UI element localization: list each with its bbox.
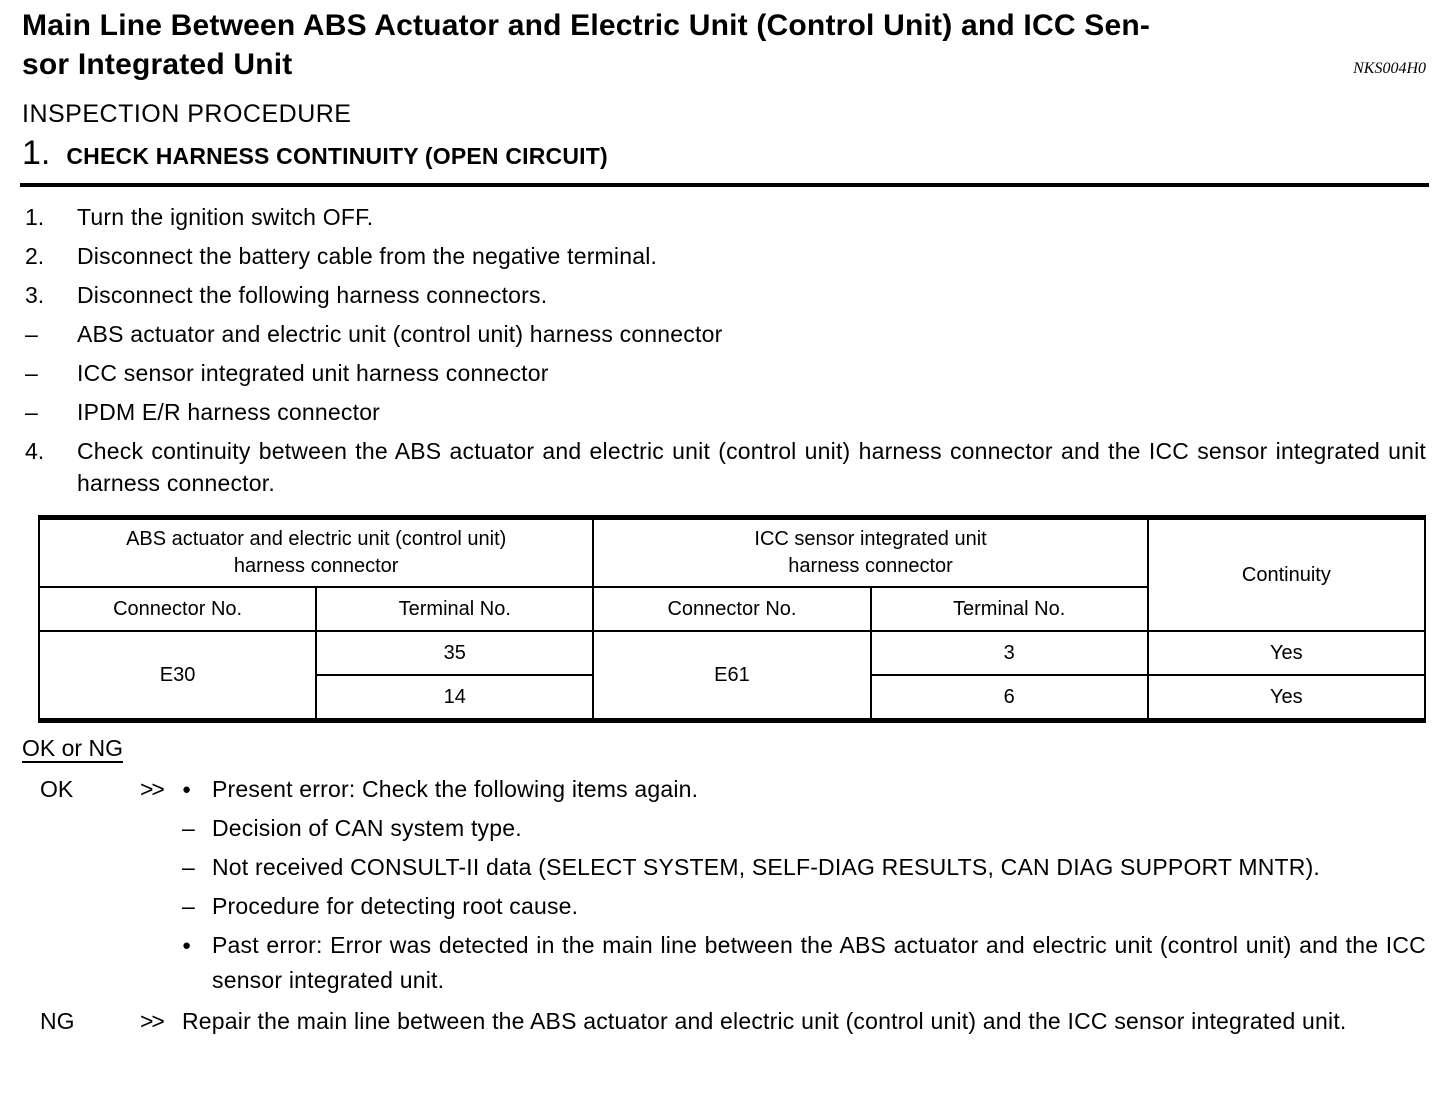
- abs-group-header-line-2: harness connector: [233, 555, 399, 577]
- icc-connector-no: E61: [592, 630, 872, 722]
- icc-group-header-line-2: harness connector: [788, 555, 953, 577]
- table-row: E30 35 E61 3 Yes: [37, 630, 1427, 722]
- step-marker: 3.: [25, 282, 45, 308]
- continuity-header: Continuity: [1146, 516, 1427, 632]
- step-text: ABS actuator and electric unit (control …: [77, 321, 723, 347]
- step-text: IPDM E/R harness connector: [77, 399, 381, 425]
- step-marker: 1.: [25, 204, 45, 230]
- step-heading-row: 1. CHECK HARNESS CONTINUITY (OPEN CIRCUI…: [22, 133, 1426, 173]
- step-text: Check continuity between the ABS actuato…: [77, 438, 1426, 496]
- dash-marker: –: [25, 399, 38, 425]
- result-sub-item: – Procedure for detecting root cause.: [182, 889, 1426, 924]
- page-title-line-2: sor Integrated Unit: [22, 48, 293, 81]
- dash-icon: –: [182, 815, 195, 841]
- step-item: 2. Disconnect the battery cable from the…: [22, 240, 1426, 272]
- result-ng-row: NG >> Repair the main line between the A…: [22, 1004, 1426, 1039]
- step-text: Turn the ignition switch OFF.: [77, 204, 374, 230]
- heading-rule: [20, 183, 1429, 187]
- result-item-text: Past error: Error was detected in the ma…: [212, 932, 1426, 993]
- result-ng-content: Repair the main line between the ABS act…: [182, 1004, 1426, 1039]
- icc-group-header: ICC sensor integrated unit harness conne…: [592, 516, 1149, 588]
- step-item: 1. Turn the ignition switch OFF.: [22, 201, 1426, 233]
- icc-connector-col-header: Connector No.: [592, 586, 872, 632]
- icc-terminal-col-header: Terminal No.: [869, 586, 1149, 632]
- doc-code: NKS004H0: [1353, 60, 1426, 77]
- result-sub-item-text: Decision of CAN system type.: [212, 815, 522, 841]
- dash-marker: –: [25, 360, 38, 386]
- step-item: 4. Check continuity between the ABS actu…: [22, 435, 1426, 499]
- page-title: Main Line Between ABS Actuator and Elect…: [22, 6, 1426, 84]
- page-title-line-1: Main Line Between ABS Actuator and Elect…: [22, 9, 1151, 42]
- result-sub-item-text: Not received CONSULT-II data (SELECT SYS…: [212, 854, 1321, 880]
- result-ng-label: NG: [40, 1008, 75, 1034]
- dash-icon: –: [182, 893, 195, 919]
- step-item: – ABS actuator and electric unit (contro…: [22, 318, 1426, 350]
- result-arrow-icon: >>: [140, 776, 165, 802]
- procedure-steps: 1. Turn the ignition switch OFF. 2. Disc…: [22, 201, 1426, 499]
- step-text: Disconnect the battery cable from the ne…: [77, 243, 658, 269]
- abs-group-header: ABS actuator and electric unit (control …: [37, 516, 595, 588]
- step-item: 3. Disconnect the following harness conn…: [22, 279, 1426, 311]
- result-sub-item: – Not received CONSULT-II data (SELECT S…: [182, 850, 1426, 885]
- continuity-value: Yes: [1146, 630, 1427, 676]
- bullet-icon: ●: [182, 937, 192, 954]
- result-ok-label: OK: [40, 776, 74, 802]
- result-ok-row: OK >> ● Present error: Check the followi…: [22, 772, 1426, 1002]
- continuity-table: ABS actuator and electric unit (control …: [37, 515, 1427, 723]
- abs-group-header-line-1: ABS actuator and electric unit (control …: [126, 528, 507, 550]
- results-heading: OK or NG: [22, 735, 123, 761]
- result-ng-text: Repair the main line between the ABS act…: [182, 1008, 1347, 1034]
- abs-terminal-no: 35: [315, 630, 595, 676]
- step-number: 1.: [22, 134, 51, 172]
- result-item-text: Present error: Check the following items…: [212, 776, 699, 802]
- results-section: OK or NG OK >> ● Present error: Check th…: [22, 735, 1426, 1039]
- result-sub-item-text: Procedure for detecting root cause.: [212, 893, 579, 919]
- result-sub-item: – Decision of CAN system type.: [182, 811, 1426, 846]
- step-marker: 2.: [25, 243, 45, 269]
- abs-terminal-no: 14: [315, 674, 595, 722]
- result-arrow-icon: >>: [140, 1008, 165, 1034]
- abs-connector-no: E30: [37, 630, 318, 722]
- result-bullet-item: ● Present error: Check the following ite…: [182, 772, 1426, 807]
- dash-icon: –: [182, 854, 195, 880]
- abs-connector-col-header: Connector No.: [37, 586, 318, 632]
- section-heading: INSPECTION PROCEDURE: [22, 100, 352, 128]
- continuity-value: Yes: [1146, 674, 1427, 722]
- table-group-header-row: ABS actuator and electric unit (control …: [37, 516, 1427, 632]
- step-marker: 4.: [25, 438, 45, 464]
- step-text: ICC sensor integrated unit harness conne…: [77, 360, 549, 386]
- table-row: 14 6 Yes: [39, 674, 1427, 722]
- icc-terminal-no: 3: [869, 630, 1149, 676]
- step-text: Disconnect the following harness connect…: [77, 282, 548, 308]
- result-bullet-item: ● Past error: Error was detected in the …: [182, 928, 1426, 998]
- step-heading: CHECK HARNESS CONTINUITY (OPEN CIRCUIT): [66, 143, 608, 169]
- dash-marker: –: [25, 321, 38, 347]
- bullet-icon: ●: [182, 781, 192, 798]
- table-subheader-row: Connector No. Terminal No. Connector No.…: [37, 586, 1425, 632]
- icc-terminal-no: 6: [869, 674, 1149, 722]
- result-ok-content: ● Present error: Check the following ite…: [182, 772, 1426, 1002]
- step-item: – ICC sensor integrated unit harness con…: [22, 357, 1426, 389]
- abs-terminal-col-header: Terminal No.: [315, 586, 595, 632]
- icc-group-header-line-1: ICC sensor integrated unit: [754, 528, 987, 550]
- step-item: – IPDM E/R harness connector: [22, 396, 1426, 428]
